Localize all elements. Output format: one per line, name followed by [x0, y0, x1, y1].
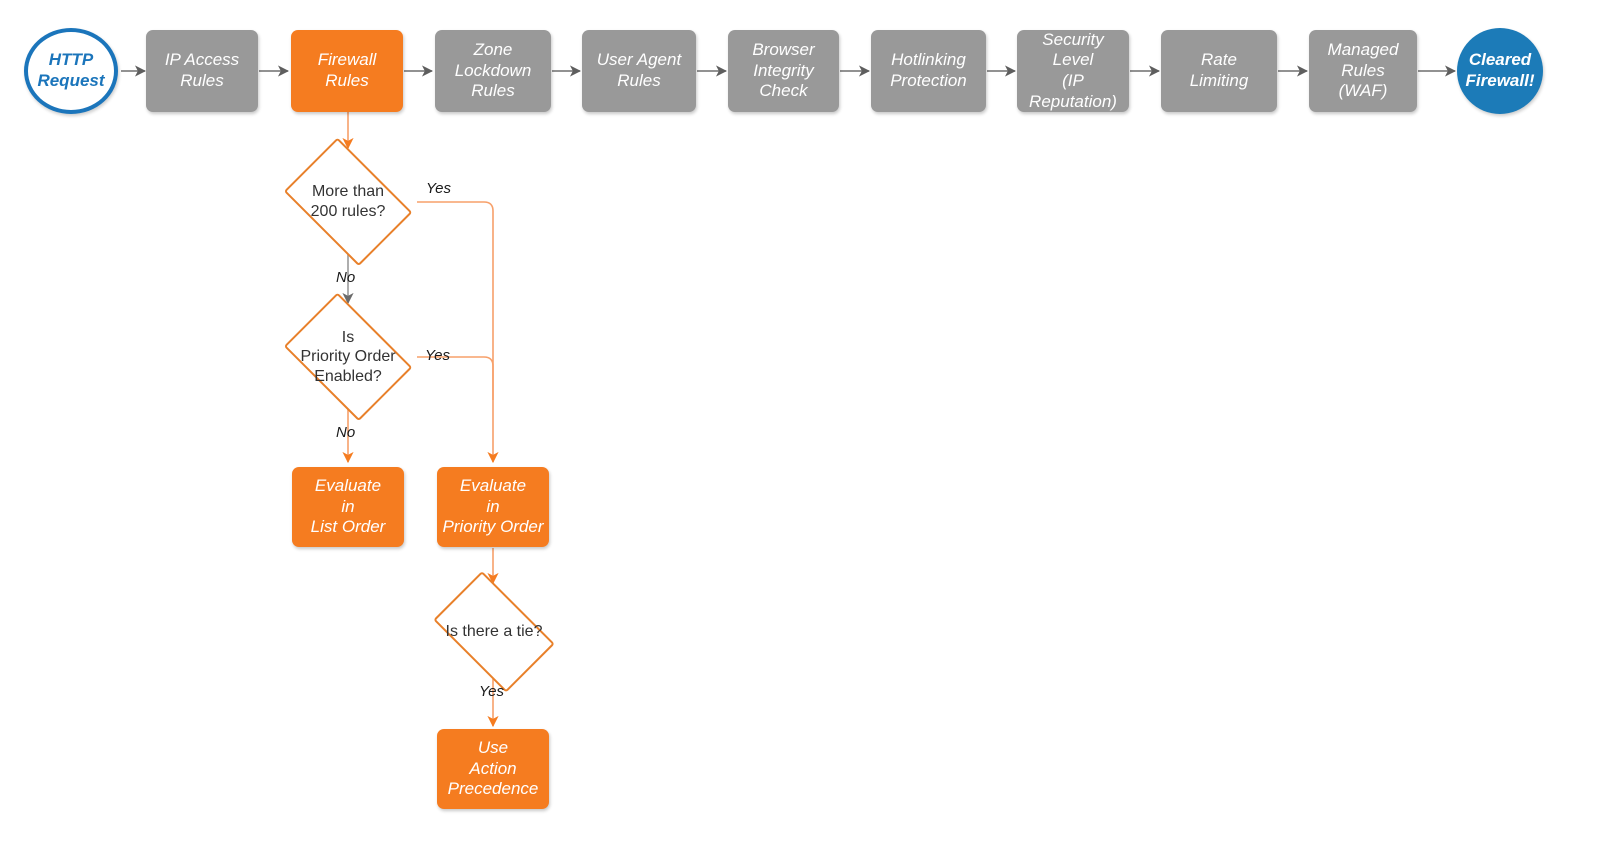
- edge-label-no-priority-order: No: [336, 424, 356, 441]
- node-security-level[interactable]: Security Level (IP Reputation): [1017, 30, 1129, 112]
- node-evaluate-in-priority-order[interactable]: Evaluate in Priority Order: [437, 467, 549, 547]
- node-evaluate-in-list-order[interactable]: Evaluate in List Order: [292, 467, 404, 547]
- edge-label-yes-priority-order: Yes: [425, 347, 451, 364]
- decision-is-there-a-tie[interactable]: Is there a tie?: [421, 571, 567, 693]
- node-ip-access-rules[interactable]: IP Access Rules: [146, 30, 258, 112]
- decision-is-priority-order-enabled[interactable]: Is Priority Order Enabled?: [273, 292, 423, 422]
- edge-decision1-yes: [417, 201, 499, 464]
- node-firewall-rules[interactable]: Firewall Rules: [291, 30, 403, 112]
- node-use-action-precedence[interactable]: Use Action Precedence: [437, 729, 549, 809]
- decision-label: Is there a tie?: [445, 623, 543, 641]
- edge-label-yes-tie: Yes: [479, 683, 505, 700]
- node-zone-lockdown-rules[interactable]: Zone Lockdown Rules: [435, 30, 551, 112]
- node-managed-rules-waf[interactable]: Managed Rules (WAF): [1309, 30, 1417, 112]
- decision-label: More than 200 rules?: [310, 183, 386, 220]
- node-rate-limiting[interactable]: Rate Limiting: [1161, 30, 1277, 112]
- node-cleared-firewall[interactable]: Cleared Firewall!: [1457, 28, 1543, 114]
- edge-label-yes-more-than-200: Yes: [426, 180, 452, 197]
- node-http-request[interactable]: HTTP Request: [24, 28, 118, 114]
- decision-label: Is Priority Order Enabled?: [300, 328, 396, 385]
- node-hotlinking-protection[interactable]: Hotlinking Protection: [871, 30, 986, 112]
- node-browser-integrity-check[interactable]: Browser Integrity Check: [728, 30, 839, 112]
- decision-more-than-200-rules[interactable]: More than 200 rules?: [273, 137, 423, 267]
- edge-label-no-more-than-200: No: [336, 269, 356, 286]
- node-user-agent-rules[interactable]: User Agent Rules: [582, 30, 696, 112]
